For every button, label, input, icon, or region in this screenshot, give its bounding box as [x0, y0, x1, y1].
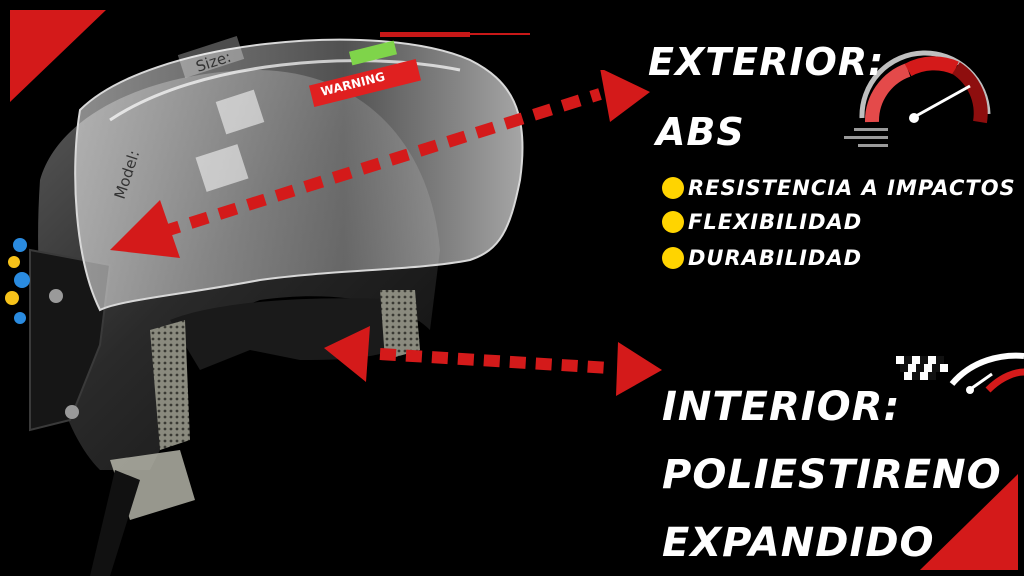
feature-label: DURABILIDAD	[688, 246, 863, 270]
top-red-line	[380, 32, 530, 37]
interior-material-line1: POLIESTIRENO	[662, 452, 1002, 498]
feature-item: RESISTENCIA A IMPACTOS	[662, 176, 1016, 200]
feature-label: FLEXIBILIDAD	[688, 210, 863, 234]
feature-item: FLEXIBILIDAD	[662, 210, 862, 234]
interior-material-line2: EXPANDIDO	[662, 520, 935, 566]
exterior-heading: EXTERIOR:	[648, 40, 885, 84]
checkered-flag-speedometer-icon	[896, 352, 1024, 394]
bullet-dot	[662, 211, 684, 233]
feature-label: RESISTENCIA A IMPACTOS	[688, 176, 1016, 200]
bullet-dot	[662, 177, 684, 199]
exterior-material: ABS	[656, 110, 745, 154]
interior-heading: INTERIOR:	[662, 384, 901, 430]
exterior-arrow	[110, 70, 650, 258]
interior-arrow	[324, 326, 662, 396]
bullet-dot	[662, 247, 684, 269]
feature-item: DURABILIDAD	[662, 246, 862, 270]
speedometer-icon	[844, 50, 991, 147]
bottom-right-red-triangle	[920, 474, 1018, 570]
top-left-red-triangle	[10, 10, 106, 102]
